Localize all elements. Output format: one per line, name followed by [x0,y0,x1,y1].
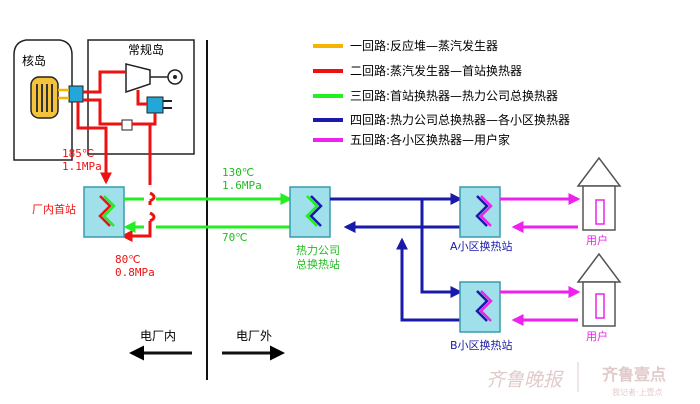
loop3-supply-temp: 130℃ [222,166,254,179]
reactor-icon [30,76,59,119]
legend-item-5: 五回路:各小区换热器—用户家 [350,132,510,147]
first-station-exchanger [83,186,125,238]
return-temp-label: 80℃ [115,253,141,266]
user-b-label: 用户 [586,329,608,343]
legend-item-1: 一回路:反应堆—蒸汽发生器 [350,38,498,53]
company-label-line1: 热力公司 [296,244,340,257]
legend-item-2: 二回路:蒸汽发生器—首站换热器 [350,63,522,78]
station-a-exchanger [459,186,501,238]
house-b-icon [576,252,622,327]
station-a-label: A小区换热站 [450,239,513,253]
company-label-line2: 总换热站 [296,257,340,271]
nuclear-island: 核岛 [13,39,84,161]
secondary-loop [76,70,157,236]
watermark-brand: 齐鲁晚报 [486,369,564,391]
station-b-label: B小区换热站 [450,338,513,352]
supply-pressure-label: 1.1MPa [62,160,102,173]
conventional-island-label: 常规岛 [128,42,164,57]
loop3-return-temp: 70℃ [222,231,248,244]
conventional-island: 常规岛 [87,39,195,155]
legend-item-3: 三回路:首站换热器—热力公司总换热器 [350,88,558,103]
loop3-supply-pressure: 1.6MPa [222,179,262,192]
watermark-logo: 齐鲁壹点 [602,365,666,384]
inside-label: 电厂内 [140,329,176,343]
watermark-slogan: 我记者·上壹点 [612,387,663,397]
return-pressure-label: 0.8MPa [115,266,155,279]
watermark: 齐鲁晚报 齐鲁壹点 我记者·上壹点 [486,362,666,397]
condenser-icon [146,96,164,114]
supply-temp-label: 185℃ [62,147,94,160]
quaternary-loop [330,193,463,322]
user-a-label: 用户 [586,233,608,247]
company-exchanger [289,186,331,238]
outside-label: 电厂外 [236,329,272,343]
quinary-loop [500,193,581,326]
pump-icon [121,119,133,131]
legend-item-4: 四回路:热力公司总换热器—各小区换热器 [350,112,570,127]
legend: 一回路:反应堆—蒸汽发生器 二回路:蒸汽发生器—首站换热器 三回路:首站换热器—… [313,38,570,147]
first-station-label: 厂内首站 [32,202,76,216]
house-a-icon [576,156,622,231]
nuclear-island-label: 核岛 [22,53,46,68]
steam-generator-icon [68,85,84,103]
tertiary-loop [124,199,290,227]
turbine-icon [125,63,151,94]
station-b-exchanger [459,281,501,333]
